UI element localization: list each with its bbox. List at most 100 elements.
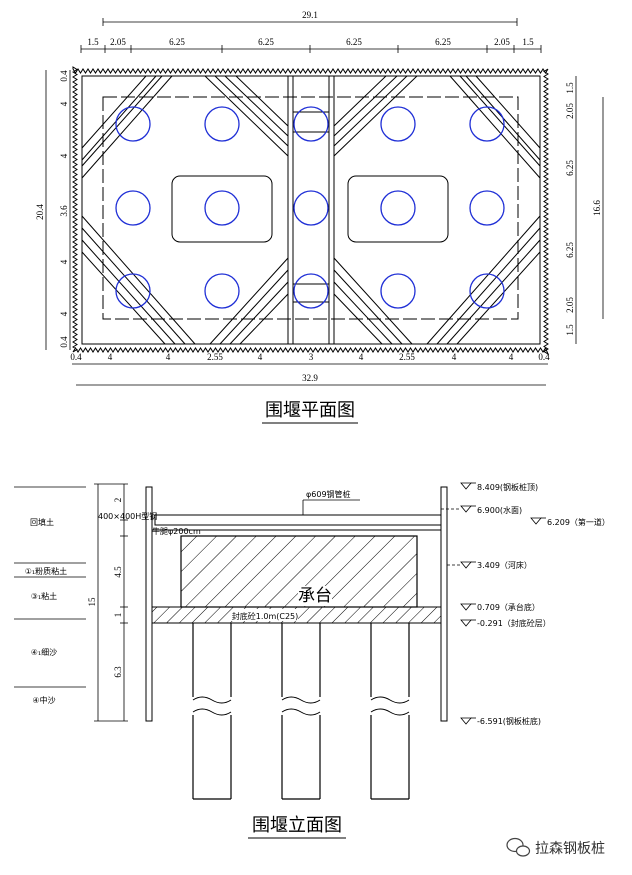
plan-top-seg: 1.5: [87, 37, 99, 47]
bored-piles: [192, 623, 410, 800]
elevation-label: 6.209（第一道）: [547, 517, 610, 527]
plan-left-seg: 3.6: [59, 205, 69, 217]
plan-bottom-dimension: 0.4 4 4 2.55 4 3 4 2.55 4 4 0.4 32.9: [70, 352, 550, 386]
sheet-pile-wall: [72, 66, 550, 356]
plan-left-total: 20.4: [35, 204, 45, 220]
plan-top-seg: 6.25: [258, 37, 274, 47]
bored-pile-break-line: [281, 708, 321, 716]
plan-right-seg: 2.05: [565, 297, 575, 313]
elevation-markers: [441, 508, 460, 566]
pile-circle: [380, 106, 416, 142]
plan-bottom-seg: 2.55: [207, 352, 223, 362]
plan-top-total: 29.1: [302, 10, 318, 20]
waler-outer: [81, 75, 541, 345]
depth-seg: 2: [113, 498, 123, 503]
plan-right-seg: 6.25: [565, 160, 575, 176]
pile-circle: [204, 106, 240, 142]
waler-label: 400×400H型钢: [98, 511, 157, 521]
plan-bottom-seg: 4: [359, 352, 364, 362]
right-sheet-pile: [440, 486, 448, 722]
elevation-label: -6.591(钢板桩底): [477, 716, 541, 726]
elevation-marker: [460, 603, 472, 611]
plan-top-seg: 2.05: [494, 37, 510, 47]
bored-pile-break-line: [192, 696, 232, 704]
plan-left-dimension: 20.4 0.4 4 4 3.6 4 4 0.4: [35, 70, 71, 350]
pile-circle: [469, 190, 505, 226]
plan-top-seg: 6.25: [435, 37, 451, 47]
elevation-marker: [460, 561, 472, 569]
cap-outline: [102, 96, 519, 320]
elevation-view: 回填土 ①₁粉质粘土 ③₁粘土 ④₁细沙 ④中沙 15 2 4.5 1 6.3 …: [14, 482, 610, 839]
plan-bottom-seg: 4: [166, 352, 171, 362]
elevation-label: -0.291（封底砼层）: [477, 618, 551, 628]
elevation-label: 0.709（承台底）: [477, 602, 540, 612]
pile-circle: [380, 190, 416, 226]
left-cap-opening: [171, 175, 273, 243]
elevation-label: 8.409(钢板桩顶): [477, 482, 538, 492]
pile-circle: [293, 190, 329, 226]
bored-pile-break-line: [370, 708, 410, 716]
plan-bottom-seg: 4: [452, 352, 457, 362]
plan-left-seg: 4: [59, 101, 69, 106]
pile-circle: [293, 273, 329, 309]
elevation-marker: [460, 619, 472, 627]
plan-bottom-seg: 0.4: [70, 352, 82, 362]
diagonal-braces: [81, 75, 541, 345]
bored-pile-break-line: [370, 696, 410, 704]
soil-layer-label: ①₁粉质粘土: [25, 566, 67, 576]
depth-seg: 4.5: [113, 566, 123, 578]
plan-title: 围堰平面图: [265, 400, 355, 421]
plan-bottom-seg: 4: [509, 352, 514, 362]
elevation-marker: [460, 482, 472, 490]
plan-right-seg: 1.5: [565, 324, 575, 336]
elevation-marker: [460, 505, 472, 513]
elevation-marker: [460, 717, 472, 725]
plan-right-total: 16.6: [592, 200, 602, 216]
pipe-label: φ609钢管桩: [306, 489, 351, 499]
plan-right-seg: 2.05: [565, 103, 575, 119]
bored-pile-break-line: [192, 708, 232, 716]
plan-left-seg: 4: [59, 259, 69, 264]
seal-label: 封底砼1.0m(C25): [232, 611, 299, 621]
right-cap-opening: [347, 175, 449, 243]
elevation-marker: [530, 517, 542, 525]
soil-layer-label: 回填土: [30, 517, 54, 527]
bored-pile-break-line: [281, 696, 321, 704]
pile-circle: [115, 190, 151, 226]
bored-pile-break-gap: [192, 697, 232, 715]
pile-cap-label: 承台: [298, 586, 332, 606]
bracket-label: 牛腿φ200cm: [152, 526, 201, 536]
plan-left-seg: 0.4: [59, 70, 69, 82]
plan-top-seg: 1.5: [522, 37, 534, 47]
plan-view: 29.1 1.5 2.05 6.25 6.25 6.25 6.25 2.05 1…: [35, 10, 604, 424]
left-sheet-pile: [145, 486, 153, 722]
plan-left-seg: 4: [59, 153, 69, 158]
watermark-text: 拉森钢板桩: [535, 840, 605, 857]
plan-bottom-seg: 4: [108, 352, 113, 362]
wechat-icon: [506, 837, 531, 857]
plan-top-seg: 6.25: [169, 37, 185, 47]
pile-circle: [469, 106, 505, 142]
elevation-depth-dimension: [94, 483, 128, 722]
depth-seg: 6.3: [113, 666, 123, 678]
central-strut: [287, 76, 335, 344]
plan-bottom-seg: 0.4: [538, 352, 550, 362]
steel-pipe-strut: [154, 514, 442, 526]
plan-left-seg: 0.4: [59, 336, 69, 348]
elevation-label: 6.900(水面): [477, 505, 522, 515]
plan-right-seg: 6.25: [565, 242, 575, 258]
pile-circle: [204, 273, 240, 309]
elevation-title: 围堰立面图: [252, 815, 342, 836]
steel-pipe-piles: [115, 106, 505, 309]
soil-layer-lines: [14, 486, 86, 688]
watermark: 拉森钢板桩: [506, 837, 605, 857]
soil-layer-label: ③₁粘土: [31, 591, 57, 601]
plan-top-seg: 2.05: [110, 37, 126, 47]
bored-pile-break-gap: [370, 697, 410, 715]
depth-total: 15: [87, 597, 97, 607]
plan-top-seg: 6.25: [346, 37, 362, 47]
depth-seg: 1: [113, 613, 123, 618]
soil-layer-label: ④₁细沙: [31, 647, 57, 657]
bored-pile-break-gap: [281, 697, 321, 715]
